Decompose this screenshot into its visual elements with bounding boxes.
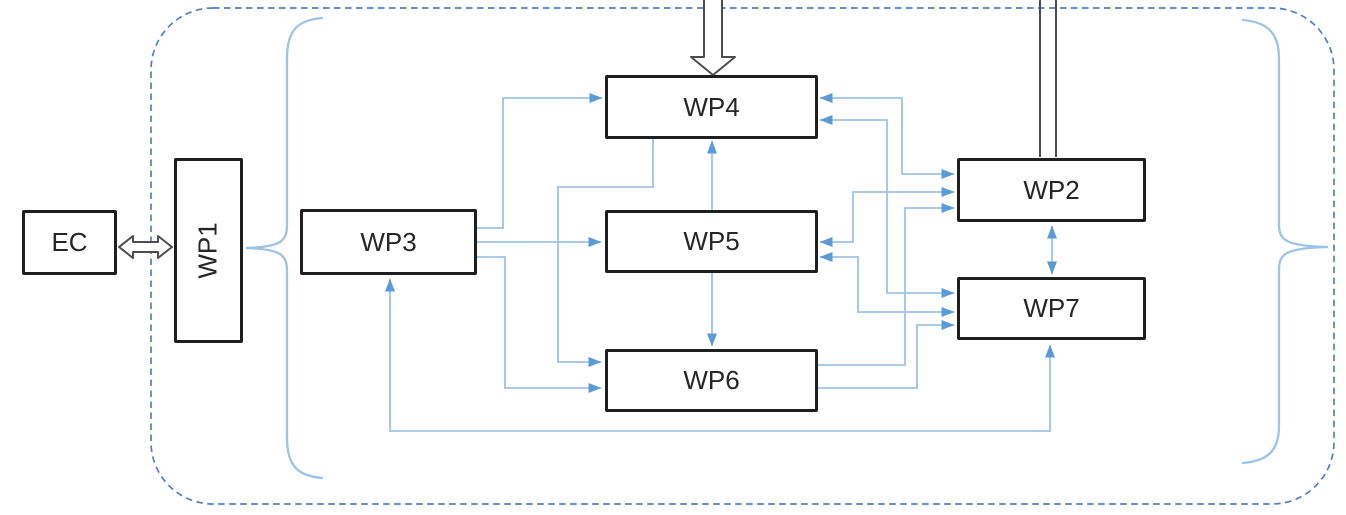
arrow-wp5-wp2-bidirectional bbox=[819, 187, 955, 247]
external-input-arrow-to-wp4 bbox=[690, 0, 736, 76]
node-wp2-label: WP2 bbox=[1023, 174, 1080, 205]
node-wp7-label: WP7 bbox=[1023, 293, 1080, 323]
node-wp6-label: WP6 bbox=[683, 365, 740, 395]
node-wp6: WP6 bbox=[605, 349, 818, 412]
node-ec: EC bbox=[22, 210, 117, 275]
arrow-wp4-wp7-bidirectional bbox=[819, 115, 955, 298]
node-wp3: WP3 bbox=[300, 209, 477, 275]
arrow-wp3-wp7-bidirectional bbox=[385, 278, 1055, 432]
node-wp7: WP7 bbox=[957, 277, 1146, 340]
right-curly-brace bbox=[1241, 18, 1329, 465]
ec-wp1-double-arrow bbox=[118, 235, 173, 259]
node-wp5: WP5 bbox=[605, 210, 818, 273]
arrow-wp4-to-wp6 bbox=[557, 139, 654, 367]
arrow-wp3-to-wp6 bbox=[477, 256, 602, 393]
node-wp1-label: WP1 bbox=[193, 222, 223, 279]
project-boundary-dashed-border bbox=[150, 7, 1335, 505]
node-wp3-label: WP3 bbox=[360, 226, 417, 257]
node-wp1: WP1 bbox=[174, 158, 243, 343]
left-curly-brace bbox=[245, 16, 324, 480]
node-wp4: WP4 bbox=[605, 75, 818, 139]
node-ec-label: EC bbox=[51, 227, 88, 257]
node-wp5-label: WP5 bbox=[683, 226, 740, 256]
arrow-wp3-to-wp4 bbox=[477, 93, 603, 229]
node-wp2: WP2 bbox=[957, 158, 1146, 222]
node-wp4-label: WP4 bbox=[683, 91, 740, 122]
arrow-wp6-to-wp2 bbox=[818, 203, 955, 366]
arrow-wp6-to-wp7 bbox=[818, 320, 955, 389]
